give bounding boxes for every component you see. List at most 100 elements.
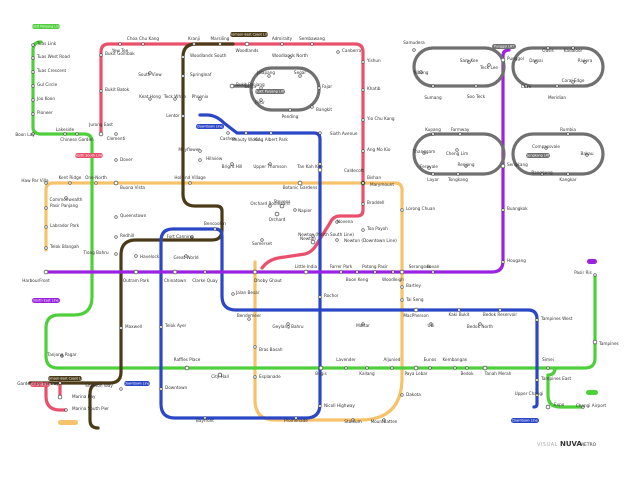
station-dot-expo[interactable] — [545, 404, 551, 410]
station-label-hillview[interactable]: Hillview — [206, 156, 223, 161]
station-dot-eunos[interactable] — [428, 366, 432, 370]
station-dot-braddell[interactable] — [361, 202, 365, 206]
station-dot-bright-hill[interactable] — [230, 162, 234, 166]
station-dot-botanic-gardens[interactable] — [297, 180, 303, 186]
station-dot-teck-whye[interactable] — [173, 97, 177, 101]
station-label-mattar[interactable]: Mattar — [356, 323, 370, 328]
station-label-nicoll-highway[interactable]: Nicoll Highway — [324, 403, 355, 408]
station-label-sembawang[interactable]: Sembawang — [299, 36, 325, 41]
station-label-tan-kah-kee[interactable]: Tan Kah Kee — [296, 164, 323, 169]
station-dot-pioneer[interactable] — [31, 112, 35, 116]
station-label-woodlands-south[interactable]: Woodlands South — [190, 53, 227, 58]
station-label-lavender[interactable]: Lavender — [336, 357, 356, 362]
downtown-line[interactable] — [159, 113, 539, 420]
station-dot-dhoby-ghaut[interactable] — [252, 269, 258, 275]
station-dot-sixth-avenue[interactable] — [318, 131, 322, 135]
station-label-jurong-east[interactable]: Jurong East — [88, 122, 113, 127]
station-label-serangoon[interactable]: Serangoon — [409, 264, 432, 269]
station-dot-commonwealth[interactable] — [64, 196, 68, 200]
station-label-bakau[interactable]: Bakau — [580, 151, 593, 156]
station-dot-bras-basah[interactable] — [253, 345, 257, 349]
station-dot-maxwell[interactable] — [119, 326, 123, 330]
station-label-fort-canning[interactable]: Fort Canning — [167, 234, 194, 239]
station-label-fajar[interactable]: Fajar — [322, 84, 332, 89]
station-dot-segar[interactable] — [298, 74, 302, 78]
station-dot-clementi[interactable] — [114, 132, 118, 136]
station-label-sam-kee[interactable]: Sam Kee — [460, 58, 479, 63]
station-dot-meridian[interactable] — [555, 84, 559, 88]
station-dot-havelock[interactable] — [134, 254, 138, 258]
station-label-gul-circle[interactable]: Gul Circle — [37, 82, 58, 87]
station-dot-kranji[interactable] — [192, 42, 196, 46]
station-label-macpherson[interactable]: MacPherson — [403, 313, 429, 318]
station-label-tampines-west[interactable]: Tampines West — [540, 316, 573, 321]
station-dot-marina-bay[interactable] — [57, 394, 63, 400]
station-label-woodlands[interactable]: Woodlands — [236, 48, 259, 53]
station-dot-labrador-park[interactable] — [44, 225, 48, 229]
station-dot-bedok-north[interactable] — [478, 322, 482, 326]
station-label-ubi[interactable]: Ubi — [428, 323, 435, 328]
station-dot-marymount[interactable] — [361, 181, 365, 185]
station-label-esplanade[interactable]: Esplanade — [259, 374, 281, 379]
station-dot-jelapang[interactable] — [267, 74, 271, 78]
station-label-admiralty[interactable]: Admiralty — [272, 36, 293, 41]
station-label-farrer-park[interactable]: Farrer Park — [330, 264, 353, 269]
station-label-renjong[interactable]: Renjong — [458, 162, 475, 167]
station-label-sengkang[interactable]: Sengkang — [507, 162, 528, 167]
station-label-marina-south-pier[interactable]: Marina South Pier — [72, 406, 109, 411]
station-dot-soo-teck[interactable] — [474, 84, 478, 88]
station-label-haw-par-villa[interactable]: Haw Par Villa — [21, 178, 49, 183]
station-label-pasir-ris[interactable]: Pasir Ris — [574, 270, 592, 275]
station-label-marymount[interactable]: Marymount — [370, 182, 394, 187]
station-dot-oasis[interactable] — [546, 46, 550, 50]
station-dot-changi-airport[interactable] — [581, 405, 585, 409]
station-label-mayflower[interactable]: Mayflower — [178, 147, 200, 152]
station-dot-ranggung[interactable] — [540, 172, 544, 176]
station-label-chinese-garden[interactable]: Chinese Garden — [60, 137, 94, 142]
station-label-teck-whye[interactable]: Teck Whye — [163, 94, 187, 99]
station-dot-bayfront[interactable] — [203, 416, 207, 420]
station-dot-novena[interactable] — [335, 220, 339, 224]
station-label-labrador-park[interactable]: Labrador Park — [50, 223, 80, 228]
station-dot-promenade[interactable] — [294, 416, 298, 420]
station-label-dover[interactable]: Dover — [120, 157, 133, 162]
station-label-paya-lebar[interactable]: Paya Lebar — [404, 371, 427, 376]
station-dot-nibong[interactable] — [419, 70, 423, 74]
station-dot-ubi[interactable] — [429, 322, 433, 326]
station-dot-tongkang[interactable] — [456, 172, 460, 176]
station-label-cheng-lim[interactable]: Cheng Lim — [446, 151, 468, 156]
station-label-redhill[interactable]: Redhill — [120, 233, 134, 238]
station-dot-potong-pasir[interactable] — [373, 270, 377, 274]
station-label-orchard[interactable]: Orchard — [269, 217, 286, 222]
station-label-king-albert-park[interactable]: King Albert Park — [254, 137, 288, 142]
station-label-napier[interactable]: Napier — [298, 208, 312, 213]
station-label-riviera[interactable]: Riviera — [578, 58, 593, 63]
station-label-punggol[interactable]: Punggol — [507, 56, 524, 61]
station-dot-tampines[interactable] — [592, 339, 598, 345]
station-dot-tuas-link[interactable] — [31, 43, 35, 47]
station-dot-yew-tee[interactable] — [118, 42, 122, 46]
station-dot-queenstown[interactable] — [114, 215, 118, 219]
station-dot-bedok[interactable] — [465, 366, 469, 370]
station-dot-upper-thomson[interactable] — [268, 162, 272, 166]
station-dot-joo-koon[interactable] — [31, 98, 35, 102]
station-dot-pasir-panjang[interactable] — [44, 206, 48, 210]
station-dot-petir[interactable] — [259, 98, 263, 102]
station-label-harbourfront[interactable]: HarbourFront — [22, 278, 50, 283]
station-dot-bedok-reservoir[interactable] — [498, 308, 502, 312]
station-dot-layar[interactable] — [431, 172, 435, 176]
station-dot-hillview[interactable] — [198, 158, 202, 162]
station-label-tuas-link[interactable]: Tuas Link — [36, 41, 57, 46]
station-label-sumang[interactable]: Sumang — [424, 95, 442, 100]
station-label-thanggam[interactable]: Thanggam — [412, 149, 435, 154]
station-label-samudera[interactable]: Samudera — [403, 40, 425, 45]
station-dot-ang-mo-kio[interactable] — [361, 149, 365, 153]
station-label-ang-mo-kio[interactable]: Ang Mo Kio — [367, 147, 391, 152]
station-dot-fort-canning[interactable] — [190, 235, 194, 239]
station-dot-jalan-besar[interactable] — [231, 292, 235, 296]
station-dot-orchard[interactable] — [274, 211, 280, 217]
station-dot-marsiling[interactable] — [218, 42, 222, 46]
thomson-east-coast-line[interactable] — [88, 42, 235, 430]
station-label-simei[interactable]: Simei — [542, 357, 554, 362]
station-dot-kupang[interactable] — [431, 132, 435, 136]
